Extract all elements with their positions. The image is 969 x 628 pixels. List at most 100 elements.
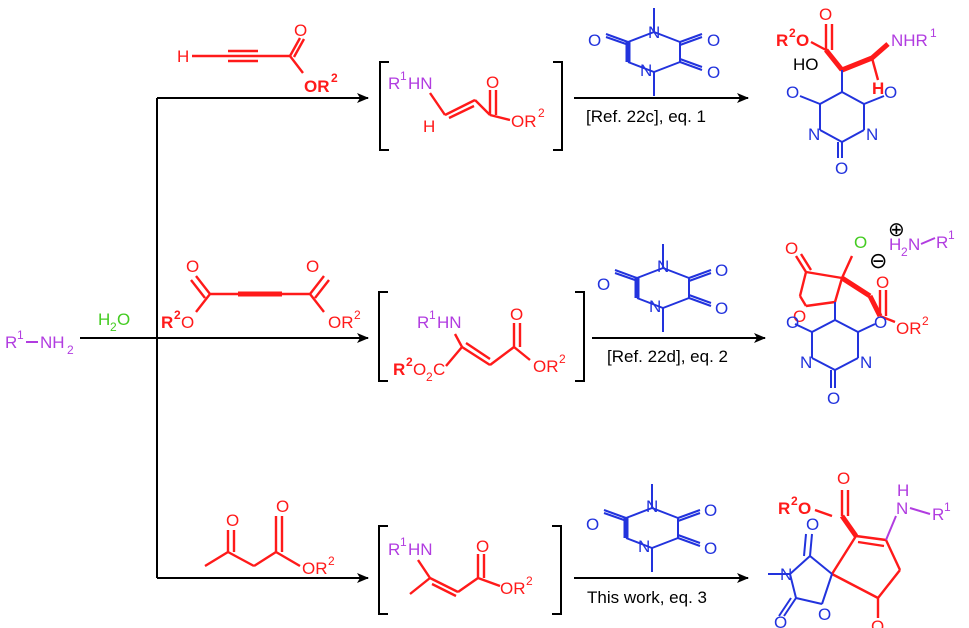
product-2: O O ⊖ ⊕ H 2 N R 1 O O OR 2 O O O N N [785,219,955,408]
int1-h: H [423,117,435,136]
int3-r: R [388,540,400,559]
alloxan2-n1: N [657,257,669,276]
product-1: R 2 O O NHR 1 H HO O O O N N [776,5,937,178]
amine-reactant: R 1 NH 2 [5,328,74,357]
int1-r: R [388,74,400,93]
intermediate-3: R 1 HN O OR 2 [378,525,562,615]
water-o: O [117,310,130,329]
int2-r2o2c-c: C [433,360,445,379]
int3-bonds [409,554,501,598]
p3-ester-bonds [814,490,850,518]
p2-enolate-o: O [854,233,867,252]
p2-h2n-n: N [908,235,920,254]
int2-or-sup: 2 [559,352,566,366]
int2-c-bond [445,346,463,367]
amine-sup: 1 [17,328,24,342]
int2-bonds [453,323,531,367]
p2-lactone-o: O [785,239,798,258]
alloxan-ring-1 [606,8,702,96]
p2-ester-bonds [878,290,896,324]
alloxan3-o1: O [586,515,599,534]
p2-or-sup: 2 [922,314,929,328]
p3-r1: R [932,505,944,524]
alloxan1-o3: O [707,63,720,82]
int1-or: OR [511,112,537,131]
reagent-alloxan-2: O O O N N [597,244,728,332]
reagent-alloxan-1: O O O N N [588,8,720,96]
int2-o: O [510,305,523,324]
ester-bonds [288,37,306,74]
bracket-right [553,61,563,151]
condition-eq-3: This work, eq. 3 [587,588,707,607]
p1-barb-exo [799,95,885,158]
p1-h: H [872,79,884,98]
ester-or: OR [304,77,330,96]
p1-r: R [776,31,788,50]
water-h-text: H [98,310,110,329]
p3-n: N [896,499,908,518]
p2-ester-o: O [876,273,889,292]
p3-n-atom: N [780,565,792,584]
p1-h-bond [870,57,880,81]
int2-hn: HN [437,313,462,332]
p3-ketone-o: O [871,617,884,628]
p1-n2: N [866,125,878,144]
int2-r2o2c-sub: 2 [426,370,433,384]
amine-nh: NH [40,333,65,352]
int1-hn: HN [408,74,433,93]
int2-r2o2c-o: O [413,360,426,379]
p3-o2: O [774,613,787,628]
water-sub: 2 [110,320,117,334]
p2-lactone-bonds [794,253,854,308]
alloxan2-o3: O [715,299,728,318]
acac-or: OR [302,559,328,578]
p2-n2: N [860,353,872,372]
int2-sup: 1 [429,308,436,322]
p1-o1: O [786,83,799,102]
int1-o: O [486,73,499,92]
p3-ring-o: O [818,605,831,624]
alloxan3-n2: N [638,537,650,556]
condition-eq-2: [Ref. 22d], eq. 2 [607,347,728,366]
int1-or-sup: 2 [538,106,545,120]
int1-sup: 1 [400,69,407,83]
p1-barb-ring [819,70,865,144]
alkyne-h: H [177,47,189,66]
p1-nhr-sup: 1 [930,26,937,40]
p1-ester-bonds [810,24,834,52]
bracket-left-2 [378,291,388,382]
p3-o: O [798,499,811,518]
p3-h: H [897,481,909,500]
p2-plus: ⊕ [888,219,905,241]
p2-r1: R [936,233,948,252]
intermediate-2: R 1 HN O R 2 O 2 C OR 2 [378,291,585,384]
p3-r1-sup: 1 [944,500,951,514]
p3-cyclopentene [830,534,902,618]
p1-o2: O [884,83,897,102]
p2-o2: O [874,313,887,332]
dmad-reagent: O O R 2 O OR 2 [161,257,361,332]
p1-ho: HO [793,55,819,74]
p2-o3: O [827,389,840,408]
alloxan1-n1: N [648,23,660,42]
acac-o2: O [276,497,289,516]
p1-vinyl-bonds [824,42,890,73]
p2-ring-o: O [793,307,806,326]
acac-bonds [204,516,301,568]
dmad-r2o-sup: 2 [174,308,181,322]
p1-o: O [796,31,809,50]
p3-o1: O [806,515,819,534]
dmad-or-sup: 2 [354,308,361,322]
alloxan1-o1: O [588,31,601,50]
acetoacetate-reagent: O O OR 2 [204,497,335,578]
p2-nr-bond [920,237,936,245]
water-label: H 2 O [98,310,130,334]
propiolate-reagent: H O OR 2 [177,21,338,96]
alloxan2-o1: O [597,275,610,294]
carbonyl-o: O [294,21,307,40]
p3-nr-bond [909,507,931,515]
p2-n1: N [800,353,812,372]
int3-sup: 1 [400,535,407,549]
p2-h2n-sub: 2 [901,245,908,259]
p3-r: R [778,499,790,518]
